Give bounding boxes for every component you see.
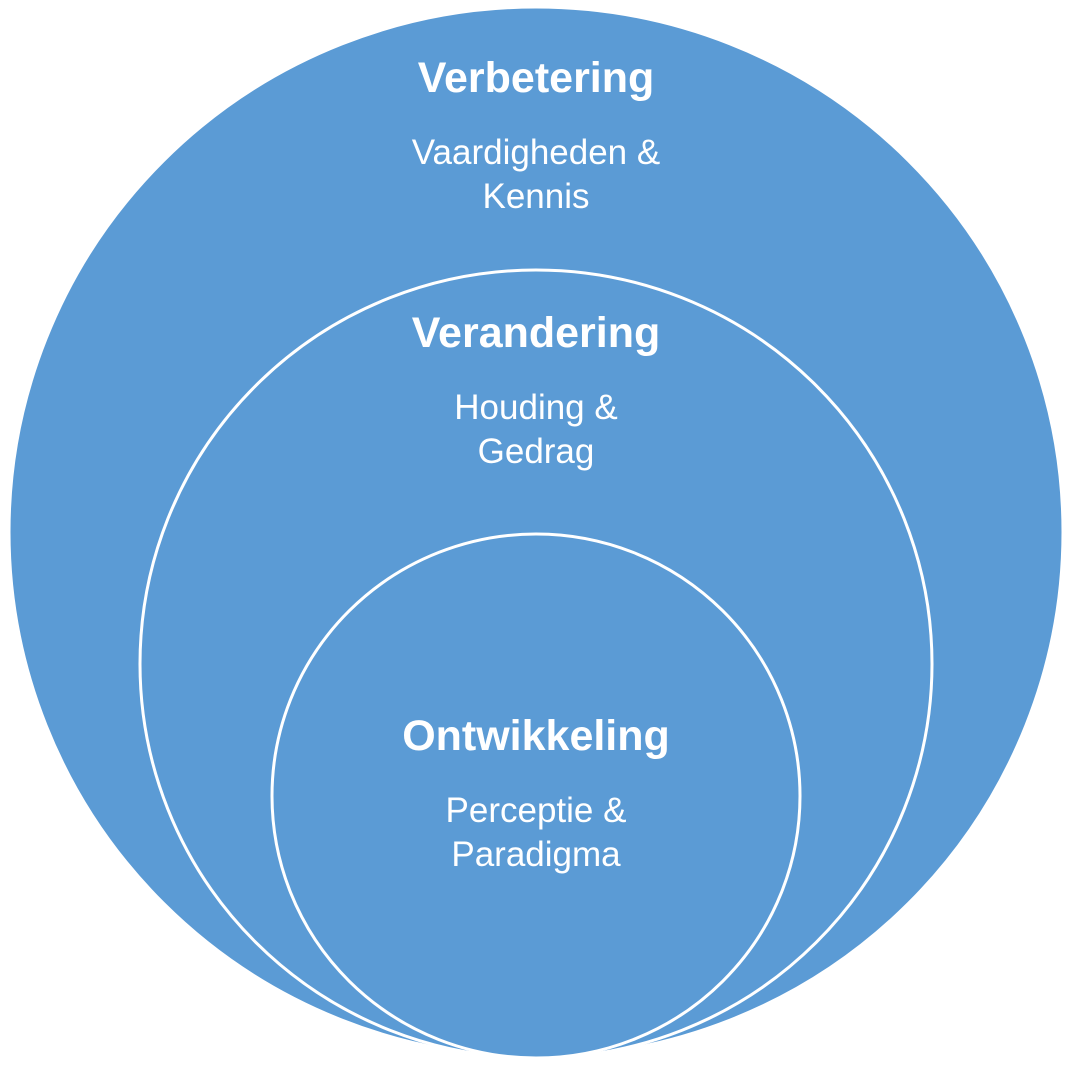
- verbetering-subtitle-line-2: Kennis: [482, 177, 590, 216]
- verandering-subtitle: Houding & Gedrag: [0, 386, 1072, 474]
- ontwikkeling-title: Ontwikkeling: [402, 712, 670, 760]
- verandering-subtitle-line-2: Gedrag: [477, 432, 595, 471]
- ontwikkeling-subtitle: Perceptie & Paradigma: [0, 789, 1072, 877]
- verandering-title: Verandering: [411, 309, 661, 357]
- ontwikkeling-subtitle-line-1: Perceptie &: [445, 791, 627, 830]
- verbetering-title: Verbetering: [417, 54, 655, 102]
- ontwikkeling-subtitle-line-2: Paradigma: [451, 835, 621, 874]
- verbetering-subtitle-line-1: Vaardigheden &: [411, 133, 661, 172]
- verandering-subtitle-line-1: Houding &: [454, 388, 618, 427]
- verbetering-subtitle: Vaardigheden & Kennis: [0, 131, 1072, 219]
- inner-circle-ontwikkeling: [270, 532, 802, 1060]
